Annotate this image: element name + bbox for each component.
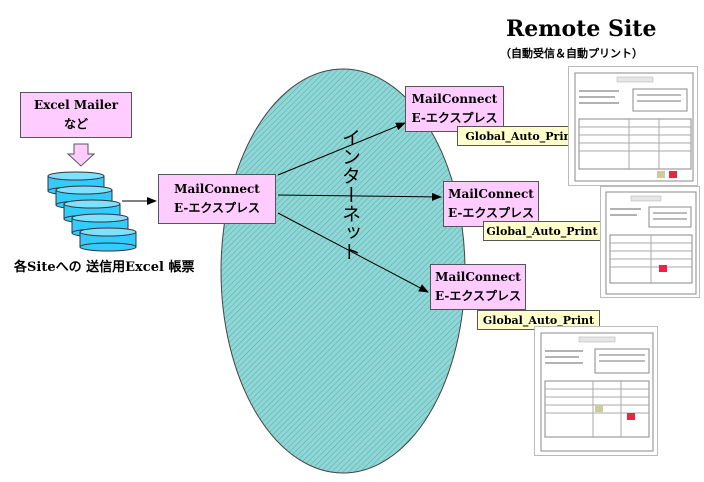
- receiver-3-line2: E-エクスプレス: [435, 289, 521, 303]
- document-thumbnail-icon: [605, 191, 697, 295]
- document-thumbnail-icon: [540, 332, 654, 452]
- sender-line1: MailConnect: [174, 181, 260, 196]
- auto-print-tag-2: Global_Auto_Print: [483, 221, 601, 241]
- receiver-1-line2: E-エクスプレス: [411, 111, 498, 125]
- document-thumbnail-icon: [574, 72, 694, 182]
- auto-print-tag-1: Global_Auto_Print: [457, 126, 585, 146]
- forms-caption: 各Siteへの 送信用Excel 帳票: [14, 260, 195, 275]
- receiver-box-3: MailConnect E-エクスプレス: [430, 264, 526, 310]
- receiver-3-line1: MailConnect: [435, 269, 521, 284]
- printed-document-3: [534, 326, 658, 456]
- page-title: Remote Site: [506, 16, 657, 42]
- receiver-2-line2: E-エクスプレス: [448, 206, 534, 220]
- internet-label: インターネット: [338, 128, 361, 261]
- arrow-to-receiver-1: [277, 122, 406, 176]
- receiver-box-2: MailConnect E-エクスプレス: [443, 181, 539, 227]
- printed-document-1: [568, 66, 698, 186]
- excel-mailer-note: など: [63, 117, 88, 131]
- excel-mailer-label: Excel Mailer: [33, 97, 119, 112]
- printed-document-2: [600, 186, 700, 298]
- excel-mailer-box: Excel Mailer など: [20, 92, 132, 138]
- receiver-box-1: MailConnect E-エクスプレス: [405, 86, 504, 132]
- arrow-to-receiver-2: [277, 192, 442, 201]
- receiver-2-line1: MailConnect: [448, 186, 534, 201]
- auto-print-tag-3: Global_Auto_Print: [477, 310, 600, 330]
- sender-line2: E-エクスプレス: [174, 201, 260, 215]
- sender-box: MailConnect E-エクスプレス: [158, 174, 276, 224]
- down-arrow-icon: [66, 143, 96, 167]
- receiver-1-line1: MailConnect: [411, 91, 498, 106]
- page-subtitle: （自動受信＆自動プリント）: [500, 47, 643, 60]
- form-cylinder: [79, 227, 137, 252]
- excel-forms-stack: [47, 171, 137, 252]
- arrow-to-receiver-3: [277, 212, 429, 293]
